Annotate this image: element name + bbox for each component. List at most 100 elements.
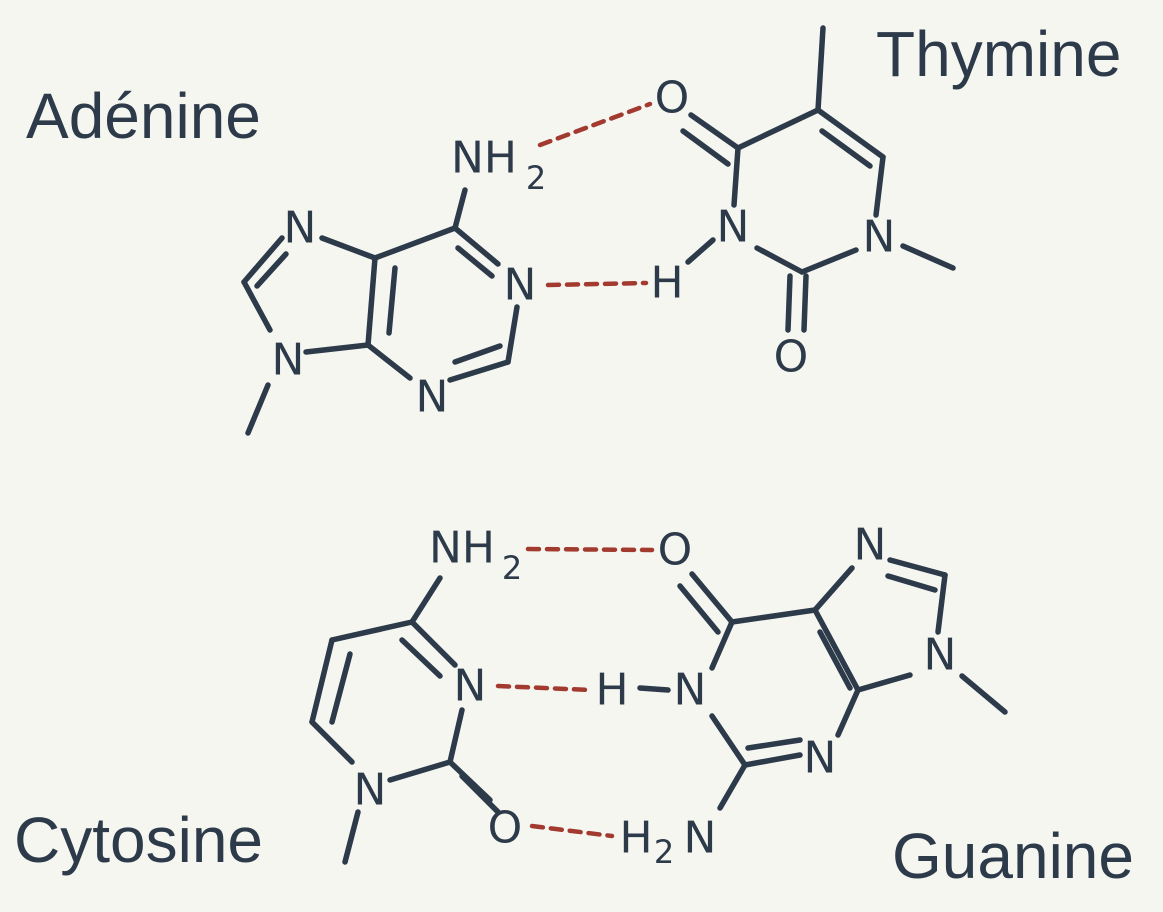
guanine-bond-n1-h xyxy=(637,685,671,693)
thymine-bond-n3-h xyxy=(685,237,716,265)
thymine-bond-c2-o-double xyxy=(801,273,809,333)
guanine-bond-n3-c2 xyxy=(742,752,803,768)
cytosine-bond-c5-c6-double xyxy=(329,651,353,725)
guanine-atom-h2n-subscript: 2 xyxy=(654,833,674,871)
cytosine-bond-c2-o-double xyxy=(459,773,501,815)
cytosine-bond-c6-n1 xyxy=(309,719,355,765)
adenine-bond-c5-n7 xyxy=(319,235,378,261)
adenine-molecule: N N N N NH 2 xyxy=(241,133,546,436)
thymine-methyl-c5-bond xyxy=(815,25,826,113)
hbond-cytosine-o-guanine-h2n xyxy=(529,823,615,839)
adenine-bond-n7-c8-double xyxy=(254,251,289,289)
guanine-atom-h: H xyxy=(595,665,628,716)
thymine-bond-n1-c2 xyxy=(799,247,859,275)
guanine-bond-n7-c8-double xyxy=(885,573,938,593)
thymine-bond-c6-n1 xyxy=(873,154,886,218)
adenine-atom-n7: N xyxy=(284,203,317,254)
cytosine-bond-c4-c5 xyxy=(329,619,415,643)
label-thymine: Thymine xyxy=(876,18,1121,90)
guanine-atom-n1: N xyxy=(674,665,707,716)
adenine-methyl-bond xyxy=(245,382,271,436)
cytosine-bond-c2-n3 xyxy=(447,707,465,765)
thymine-bond-c4-o-double xyxy=(680,128,731,167)
guanine-molecule: O N N N H N H 2 N xyxy=(595,520,1008,871)
adenine-bond-c2-n3-double xyxy=(452,343,503,365)
adenine-bond-n3-c4 xyxy=(365,342,413,381)
adenine-atom-n1: N xyxy=(504,260,537,311)
thymine-bond-c4-o xyxy=(688,112,741,151)
thymine-atom-h: H xyxy=(650,258,683,309)
thymine-bond-n3-c4 xyxy=(731,145,741,208)
adenine-bond-n7-c8 xyxy=(241,235,285,285)
thymine-bond-c5-c6 xyxy=(815,107,886,160)
label-cytosine: Cytosine xyxy=(14,804,263,876)
guanine-bond-c6-c5 xyxy=(729,607,818,625)
guanine-bond-c2-n1 xyxy=(709,713,748,768)
adenine-atom-nh2-subscript: 2 xyxy=(526,159,546,197)
guanine-atom-n3: N xyxy=(804,733,837,784)
guanine-atom-n7: N xyxy=(854,520,887,571)
guanine-bond-c4-n3 xyxy=(835,687,861,738)
cytosine-bond-c5-c6 xyxy=(309,637,335,725)
adenine-bond-c6-n1 xyxy=(452,225,501,267)
thymine-atom-n1: N xyxy=(863,212,896,263)
thymine-atom-n3: N xyxy=(717,202,750,253)
guanine-bond-n1-c6 xyxy=(709,619,735,671)
guanine-bond-n3-c2-double xyxy=(745,737,803,751)
adenine-bond-n9-c4 xyxy=(303,342,371,355)
adenine-atom-n9: N xyxy=(272,335,305,386)
guanine-bond-c2-nh2 xyxy=(717,762,748,811)
adenine-bond-n1-c2 xyxy=(505,304,520,365)
guanine-atom-h2n-n: N xyxy=(684,813,717,864)
hbond-cytosine-n3-guanine-h xyxy=(495,683,593,693)
adenine-bond-c4-c5-double xyxy=(386,265,398,336)
hbond-adenine-n1-thymine-h xyxy=(545,280,649,288)
thymine-bond-c5-c6-double xyxy=(819,128,873,169)
thymine-bond-c4-c5 xyxy=(735,107,821,151)
label-guanine: Guanine xyxy=(892,820,1134,892)
guanine-bond-c6-o-double xyxy=(677,583,721,635)
guanine-bond-c8-n9 xyxy=(935,572,948,635)
hbond-adenine-nh2-thymine-o xyxy=(537,101,653,148)
adenine-bond-c4-c5 xyxy=(365,255,378,348)
thymine-atom-o2: O xyxy=(774,332,809,383)
cytosine-atom-nh2: NH xyxy=(429,523,495,574)
label-adenine: Adénine xyxy=(26,80,261,152)
cytosine-bond-c4-nh2 xyxy=(409,575,443,625)
cytosine-atom-n1: N xyxy=(354,765,387,816)
cytosine-atom-n3: N xyxy=(454,661,487,712)
guanine-bond-c5-n7 xyxy=(812,565,855,613)
guanine-atom-h2n-h: H xyxy=(619,813,652,864)
adenine-bond-c6-nh2 xyxy=(452,187,468,231)
thymine-bond-c2-n3 xyxy=(754,245,805,275)
thymine-molecule: O N N H O xyxy=(650,25,956,383)
guanine-bond-c5-c4-double xyxy=(817,629,853,691)
cytosine-atom-o2: O xyxy=(488,803,523,854)
cytosine-bond-n3-c4 xyxy=(409,619,458,668)
adenine-atom-n3: N xyxy=(416,372,449,423)
hbond-cytosine-nh2-guanine-o xyxy=(525,546,655,553)
guanine-methyl-bond xyxy=(959,673,1008,715)
cytosine-molecule: NH 2 N N O xyxy=(309,523,523,865)
adenine-bond-c5-c6 xyxy=(372,225,458,261)
thymine-atom-o4: O xyxy=(655,73,690,124)
guanine-bond-n9-c4 xyxy=(855,672,913,693)
cytosine-atom-nh2-subscript: 2 xyxy=(502,549,522,587)
guanine-bond-c6-o xyxy=(689,571,735,625)
cytosine-bond-n1-c2 xyxy=(387,759,453,783)
hydrogen-bonds xyxy=(495,101,655,839)
thymine-bond-c2-o xyxy=(785,273,793,333)
thymine-methyl-n1-bond xyxy=(900,243,956,271)
guanine-atom-o6: O xyxy=(658,525,693,576)
guanine-atom-n9: N xyxy=(924,630,957,681)
cytosine-bond-n3-c4-double xyxy=(399,637,443,679)
adenine-bond-c2-n3 xyxy=(447,359,511,383)
cytosine-methyl-bond xyxy=(342,809,361,865)
adenine-atom-nh2: NH xyxy=(451,133,517,184)
guanine-bond-n7-c8 xyxy=(887,557,948,578)
adenine-bond-c8-n9 xyxy=(241,279,273,333)
adenine-bond-c6-n1-double xyxy=(455,245,495,279)
guanine-bond-c5-c4 xyxy=(812,607,861,693)
